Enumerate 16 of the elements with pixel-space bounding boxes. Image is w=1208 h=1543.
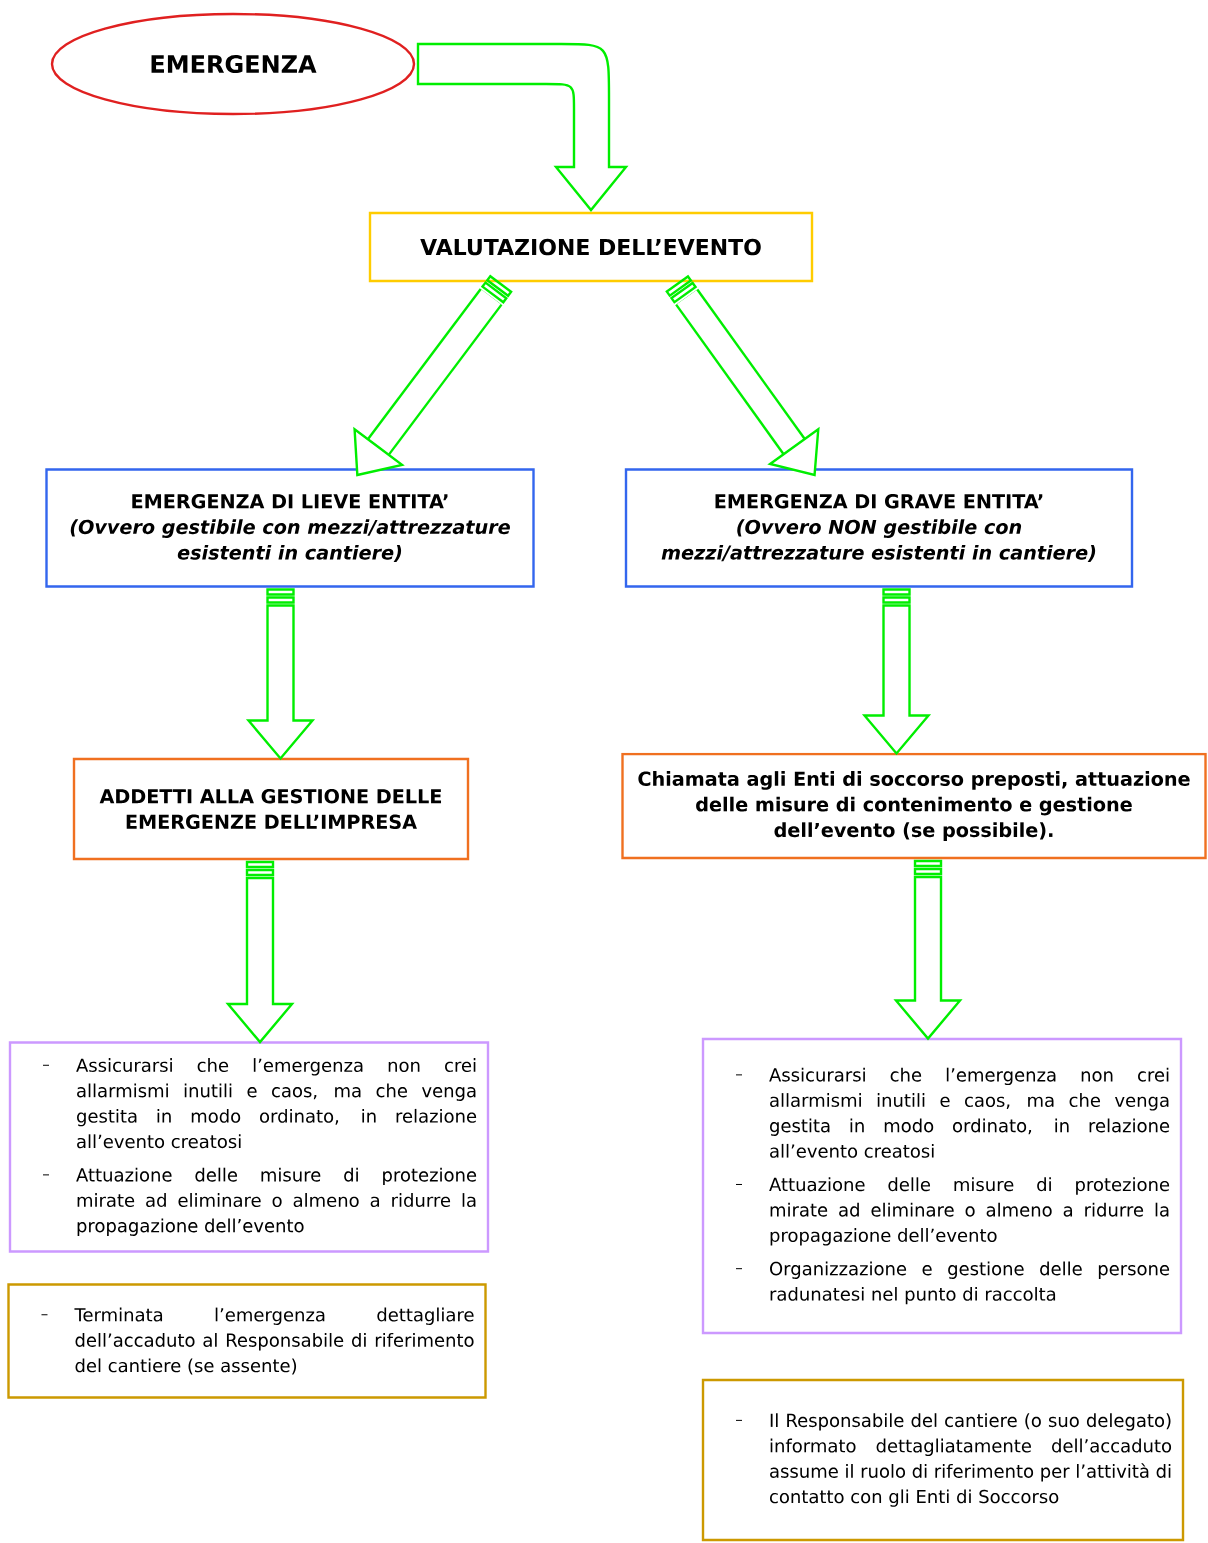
process-box: EMERGENZA DI GRAVE ENTITA’ (Ovvero NON gestibile con mezzi/attrezzature esistenti in cantiere) <box>624 468 1134 588</box>
process-box: ADDETTI ALLA GESTIONE DELLE EMERGENZE DELL’IMPRESA <box>72 757 470 861</box>
block-arrow <box>245 588 316 761</box>
process-box: Chiamata agli Enti di soccorso preposti, attuazione delle misure di contenimento e gestione dell’evento (se possibile). <box>621 752 1207 860</box>
text-box: Assicurarsi che l’emergenza non crei allarmismi inutili e caos, ma che venga gestita in modo ordinato, in relazione all’evento creatosi Attuazione delle misure di protezione mirate ad eliminare o almeno a ridurre la propagazione dell’evento <box>8 1041 490 1253</box>
block-arrow <box>416 42 628 212</box>
block-arrow <box>861 588 932 756</box>
text-box: Il Responsabile del cantiere (o suo delegato) informato dettagliatamente dell’accaduto assume il ruolo di riferimento per l’attività di contatto con gli Enti di Soccorso <box>701 1378 1185 1542</box>
block-arrow <box>893 859 963 1041</box>
block-arrow <box>665 275 820 477</box>
block-arrow <box>225 860 295 1044</box>
process-box: VALUTAZIONE DELL’EVENTO <box>368 211 814 283</box>
text-box: Assicurarsi che l’emergenza non crei allarmismi inutili e caos, ma che venga gestita in modo ordinato, in relazione all’evento creatosi Attuazione delle misure di protezione mirate ad eliminare o almeno a ridurre la propagazione dell’evento Organizzazione e gestione delle persone radunatesi nel punto di raccolta <box>701 1037 1183 1335</box>
text-box: Terminata l’emergenza dettagliare dell’accaduto al Responsabile di riferimento del cantiere (se assente) <box>7 1283 487 1399</box>
process-box: EMERGENZA DI LIEVE ENTITA’ (Ovvero gestibile con mezzi/attrezzature esistenti in cantiere) <box>45 468 535 588</box>
block-arrow <box>353 275 513 477</box>
